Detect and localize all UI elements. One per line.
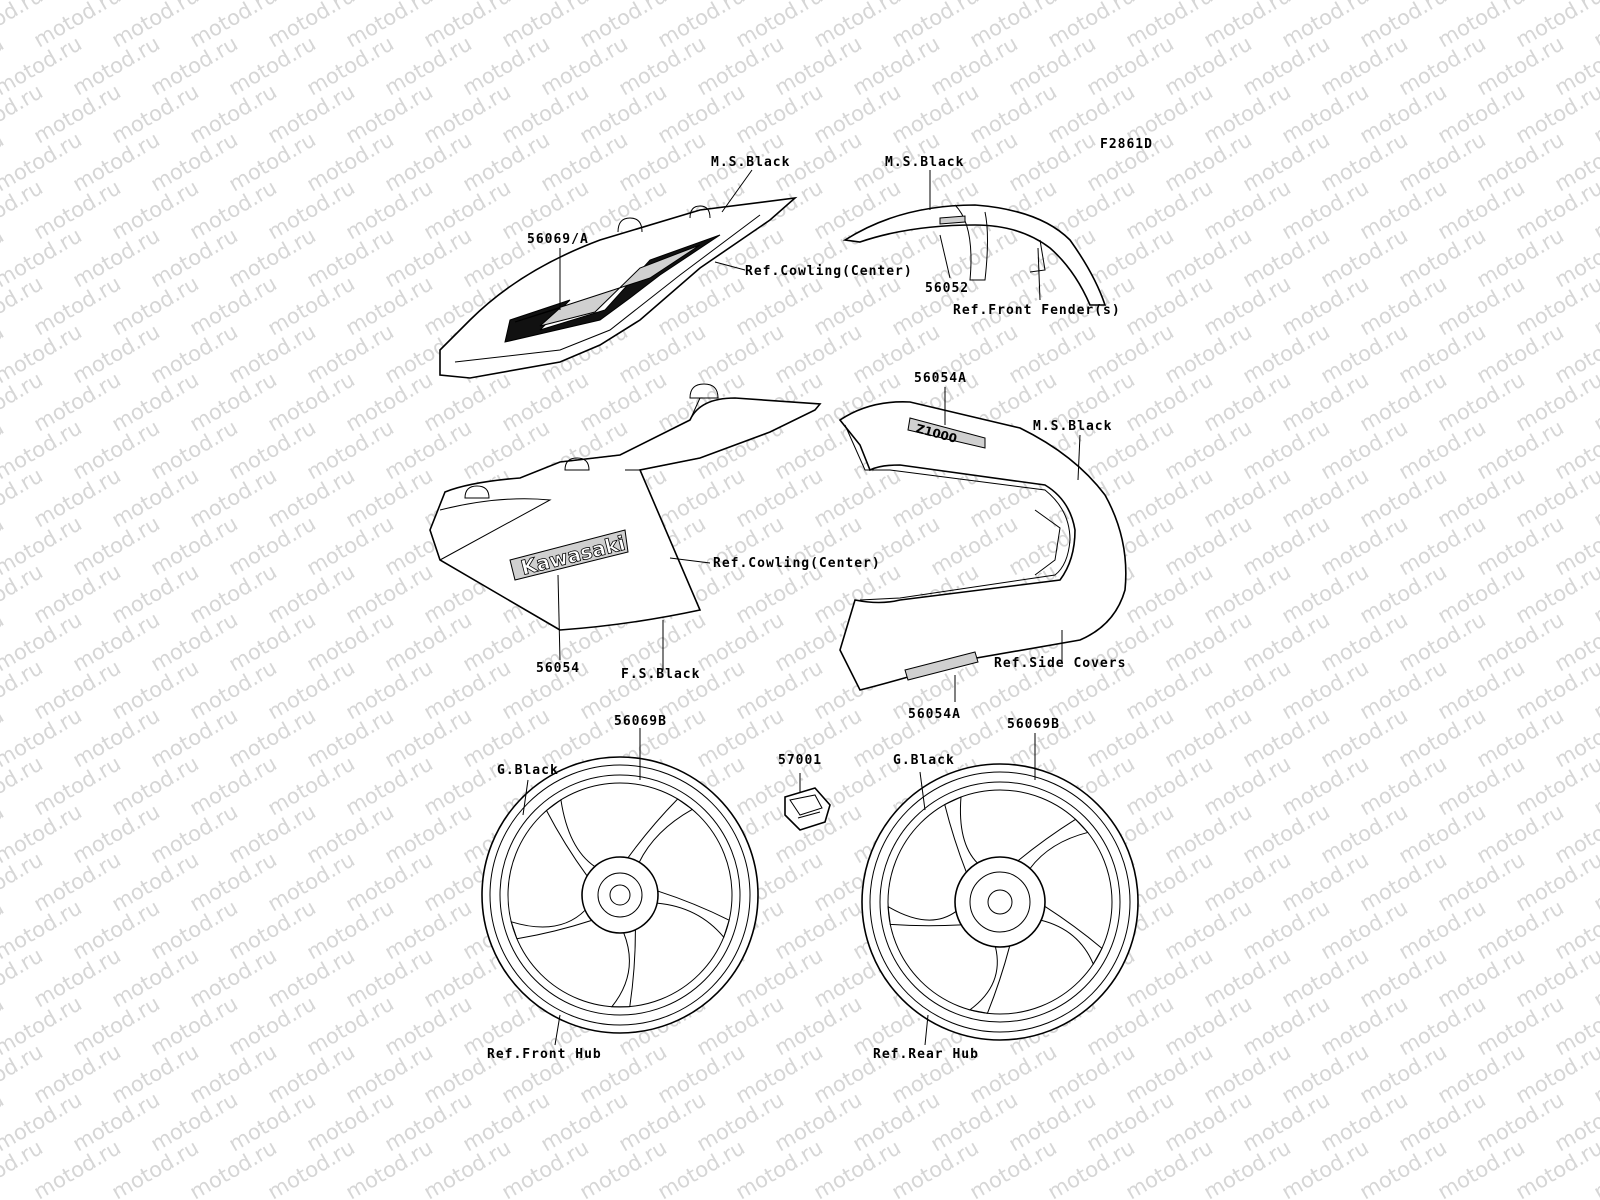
clip-part — [784, 787, 831, 831]
front-wheel-part — [481, 756, 759, 1034]
rear-wheel-part — [861, 763, 1139, 1041]
kawasaki-decal-background — [509, 529, 629, 581]
label-part-56054a-top: 56054A — [914, 371, 967, 386]
label-part-57001: 57001 — [778, 753, 822, 768]
wheel-spoke — [545, 798, 596, 877]
z1000-decal-top — [907, 417, 986, 449]
label-g-black-right: G.Black — [893, 753, 955, 768]
wheel-spoke — [510, 909, 592, 940]
label-ref-front-hub: Ref.Front Hub — [487, 1047, 602, 1062]
wheel-spoke — [944, 796, 978, 873]
side-cowling-part: Kawasaki — [429, 383, 822, 631]
front-fender-part — [842, 204, 1107, 306]
wheel-spoke — [610, 929, 636, 1008]
label-part-56054a-bottom: 56054A — [908, 707, 961, 722]
label-part-56069a: 56069/A — [527, 232, 589, 247]
wheel-spoke — [1017, 818, 1089, 869]
label-ref-front-fender: Ref.Front Fender(s) — [953, 303, 1121, 318]
wheel-spoke — [627, 798, 694, 863]
label-part-56069b-left: 56069B — [614, 714, 667, 729]
leader-lines — [522, 169, 1081, 1046]
wheel-spoke — [968, 945, 1011, 1014]
label-ms-black-3: M.S.Black — [1033, 419, 1112, 434]
label-ms-black-1: M.S.Black — [711, 155, 790, 170]
wheel-spoke — [657, 890, 730, 939]
label-part-56069b-right: 56069B — [1007, 717, 1060, 732]
label-ref-side-covers: Ref.Side Covers — [994, 656, 1126, 671]
label-ref-cowling-center-1: Ref.Cowling(Center) — [745, 264, 913, 279]
upper-cowling-part — [439, 196, 798, 379]
wheel-spoke — [887, 905, 962, 927]
label-ms-black-2: M.S.Black — [885, 155, 964, 170]
label-fs-black: F.S.Black — [621, 667, 700, 682]
figure-code: F2861D — [1100, 137, 1153, 152]
wheel-spoke — [1041, 905, 1103, 966]
z1000-decal-bottom — [904, 651, 979, 681]
label-ref-rear-hub: Ref.Rear Hub — [873, 1047, 979, 1062]
label-part-56052: 56052 — [925, 281, 969, 296]
label-ref-cowling-center-2: Ref.Cowling(Center) — [713, 556, 881, 571]
tail-cowl-part: Z1000 — [838, 401, 1127, 691]
label-g-black-left: G.Black — [497, 763, 559, 778]
label-part-56054: 56054 — [536, 661, 580, 676]
